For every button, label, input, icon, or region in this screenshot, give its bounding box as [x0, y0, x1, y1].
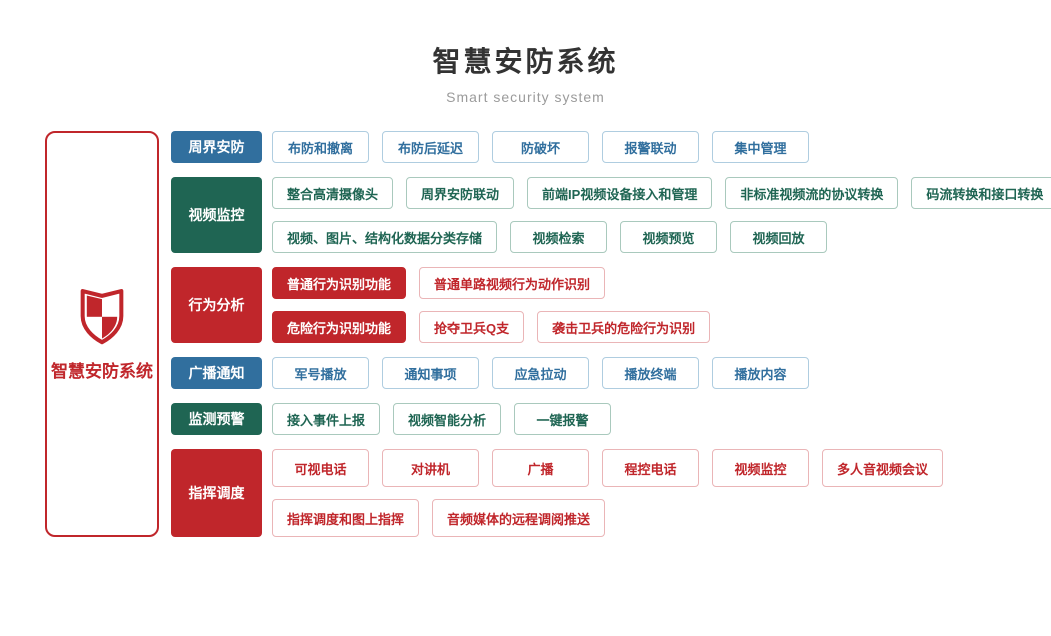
root-node-label: 智慧安防系统	[51, 361, 153, 381]
feature-item: 播放内容	[712, 357, 809, 389]
item-sub-row: 指挥调度和图上指挥音频媒体的远程调阅推送	[272, 499, 943, 537]
feature-item: 集中管理	[712, 131, 809, 163]
feature-item: 袭击卫兵的危险行为识别	[537, 311, 711, 343]
feature-item: 视频监控	[712, 449, 809, 487]
feature-item: 可视电话	[272, 449, 369, 487]
page-header: 智慧安防系统 Smart security system	[0, 0, 1051, 105]
category-row: 广播通知军号播放通知事项应急拉动播放终端播放内容	[171, 357, 1051, 389]
category-label: 行为分析	[171, 267, 262, 343]
category-label: 监测预警	[171, 403, 262, 435]
feature-item: 通知事项	[382, 357, 479, 389]
category-items: 军号播放通知事项应急拉动播放终端播放内容	[272, 357, 809, 389]
item-sub-row: 视频、图片、结构化数据分类存储视频检索视频预览视频回放	[272, 221, 1051, 253]
category-items: 可视电话对讲机广播程控电话视频监控多人音视频会议指挥调度和图上指挥音频媒体的远程…	[272, 449, 944, 537]
feature-item: 周界安防联动	[406, 177, 515, 209]
item-sub-row: 可视电话对讲机广播程控电话视频监控多人音视频会议	[272, 449, 944, 487]
feature-item: 非标准视频流的协议转换	[725, 177, 899, 209]
item-sub-row: 接入事件上报视频智能分析一键报警	[272, 403, 612, 435]
category-items: 整合高清摄像头周界安防联动前端IP视频设备接入和管理非标准视频流的协议转换码流转…	[272, 177, 1051, 253]
feature-item: 危险行为识别功能	[272, 311, 407, 343]
feature-item: 视频预览	[620, 221, 718, 253]
item-sub-row: 危险行为识别功能抢夺卫兵Q支袭击卫兵的危险行为识别	[272, 311, 711, 343]
category-row: 行为分析普通行为识别功能普通单路视频行为动作识别危险行为识别功能抢夺卫兵Q支袭击…	[171, 267, 1051, 343]
feature-item: 指挥调度和图上指挥	[272, 499, 420, 537]
root-node: 智慧安防系统	[45, 131, 159, 537]
page-subtitle: Smart security system	[446, 89, 605, 105]
feature-item: 接入事件上报	[272, 403, 381, 435]
category-label: 视频监控	[171, 177, 262, 253]
feature-item: 视频智能分析	[393, 403, 502, 435]
shield-icon	[80, 288, 124, 344]
feature-item: 布防和撤离	[272, 131, 369, 163]
category-row: 周界安防布防和撤离布防后延迟防破坏报警联动集中管理	[171, 131, 1051, 163]
category-rows: 周界安防布防和撤离布防后延迟防破坏报警联动集中管理视频监控整合高清摄像头周界安防…	[171, 131, 1051, 537]
page-title: 智慧安防系统	[432, 46, 619, 77]
diagram: 智慧安防系统 周界安防布防和撤离布防后延迟防破坏报警联动集中管理视频监控整合高清…	[45, 131, 1051, 537]
feature-item: 视频检索	[510, 221, 608, 253]
feature-item: 普通单路视频行为动作识别	[419, 267, 606, 299]
feature-item: 对讲机	[382, 449, 479, 487]
feature-item: 程控电话	[602, 449, 699, 487]
category-items: 普通行为识别功能普通单路视频行为动作识别危险行为识别功能抢夺卫兵Q支袭击卫兵的危…	[272, 267, 711, 343]
feature-item: 音频媒体的远程调阅推送	[432, 499, 606, 537]
category-label: 广播通知	[171, 357, 262, 389]
item-sub-row: 布防和撤离布防后延迟防破坏报警联动集中管理	[272, 131, 809, 163]
feature-item: 军号播放	[272, 357, 369, 389]
feature-item: 普通行为识别功能	[272, 267, 407, 299]
category-row: 指挥调度可视电话对讲机广播程控电话视频监控多人音视频会议指挥调度和图上指挥音频媒…	[171, 449, 1051, 537]
category-row: 监测预警接入事件上报视频智能分析一键报警	[171, 403, 1051, 435]
item-sub-row: 军号播放通知事项应急拉动播放终端播放内容	[272, 357, 809, 389]
feature-item: 应急拉动	[492, 357, 589, 389]
item-sub-row: 整合高清摄像头周界安防联动前端IP视频设备接入和管理非标准视频流的协议转换码流转…	[272, 177, 1051, 209]
feature-item: 前端IP视频设备接入和管理	[527, 177, 713, 209]
category-label: 周界安防	[171, 131, 262, 163]
item-sub-row: 普通行为识别功能普通单路视频行为动作识别	[272, 267, 710, 299]
feature-item: 视频、图片、结构化数据分类存储	[272, 221, 498, 253]
feature-item: 视频回放	[730, 221, 828, 253]
category-items: 布防和撤离布防后延迟防破坏报警联动集中管理	[272, 131, 809, 163]
feature-item: 码流转换和接口转换	[911, 177, 1051, 209]
feature-item: 多人音视频会议	[822, 449, 944, 487]
category-items: 接入事件上报视频智能分析一键报警	[272, 403, 612, 435]
feature-item: 抢夺卫兵Q支	[419, 311, 525, 343]
feature-item: 防破坏	[492, 131, 589, 163]
feature-item: 播放终端	[602, 357, 699, 389]
feature-item: 广播	[492, 449, 589, 487]
feature-item: 一键报警	[514, 403, 612, 435]
category-row: 视频监控整合高清摄像头周界安防联动前端IP视频设备接入和管理非标准视频流的协议转…	[171, 177, 1051, 253]
feature-item: 报警联动	[602, 131, 699, 163]
feature-item: 整合高清摄像头	[272, 177, 394, 209]
feature-item: 布防后延迟	[382, 131, 479, 163]
category-label: 指挥调度	[171, 449, 262, 537]
